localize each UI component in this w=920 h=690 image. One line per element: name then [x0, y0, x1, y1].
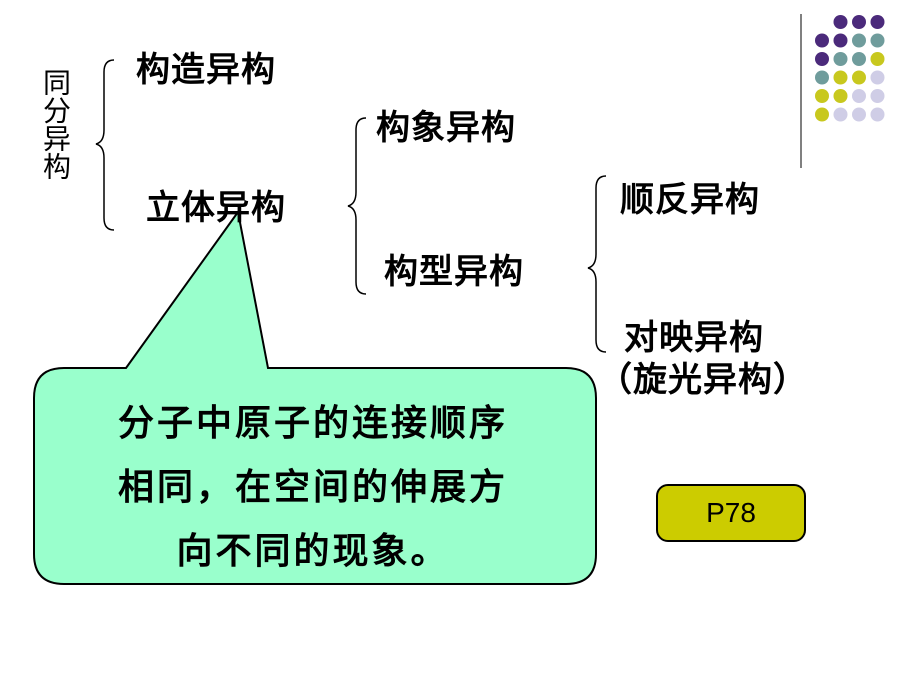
decor-dot: [852, 107, 866, 122]
decor-dot: [833, 15, 848, 29]
dot-grid: [815, 15, 885, 122]
node-conformational: 构象异构: [376, 108, 516, 148]
decor-dot: [870, 89, 885, 103]
decor-dot: [852, 89, 866, 103]
decor-dot: [852, 33, 866, 48]
callout-line-3: 向不同的现象。: [176, 531, 450, 572]
decor-dot: [870, 52, 885, 66]
node-stereo: 立体异构: [146, 188, 286, 228]
node-cis-trans: 顺反异构: [620, 180, 760, 220]
callout-line-1: 分子中原子的连接顺序: [117, 403, 508, 444]
decor-dot: [852, 15, 866, 29]
callout-shape: [33, 209, 597, 585]
decor-dot: [815, 52, 829, 66]
bracket-stereo: [347, 117, 367, 295]
bracket-main: [95, 59, 115, 231]
decor-dot: [833, 107, 848, 122]
node-optical: （旋光异构）: [598, 360, 808, 400]
decor-dot: [870, 70, 885, 85]
node-enantiomer: 对映异构: [624, 318, 764, 358]
decor-dot: [833, 70, 848, 85]
decor-dot: [815, 107, 829, 122]
node-constitutional: 构造异构: [136, 50, 276, 90]
decor-dot: [852, 70, 866, 85]
decor-dot: [852, 52, 866, 66]
label-isomerism: 同分异构: [39, 68, 72, 180]
callout-line-2: 相同，在空间的伸展方: [117, 467, 508, 508]
bracket-configurational: [587, 175, 607, 353]
decor-dot: [870, 33, 885, 48]
decor-dot: [815, 33, 829, 48]
callout-text: 分子中原子的连接顺序 相同，在空间的伸展方 向不同的现象。: [48, 392, 578, 584]
decor-dot: [833, 89, 848, 103]
decor-dot: [815, 89, 829, 103]
decor-dot: [870, 107, 885, 122]
decor-dot: [870, 15, 885, 29]
page-ref-label: P78: [706, 497, 756, 528]
decor-dot: [815, 70, 829, 85]
node-configurational: 构型异构: [384, 252, 524, 292]
decor-dot: [833, 52, 848, 66]
decor-dot: [833, 33, 848, 48]
page-ref-box: P78: [656, 484, 806, 542]
